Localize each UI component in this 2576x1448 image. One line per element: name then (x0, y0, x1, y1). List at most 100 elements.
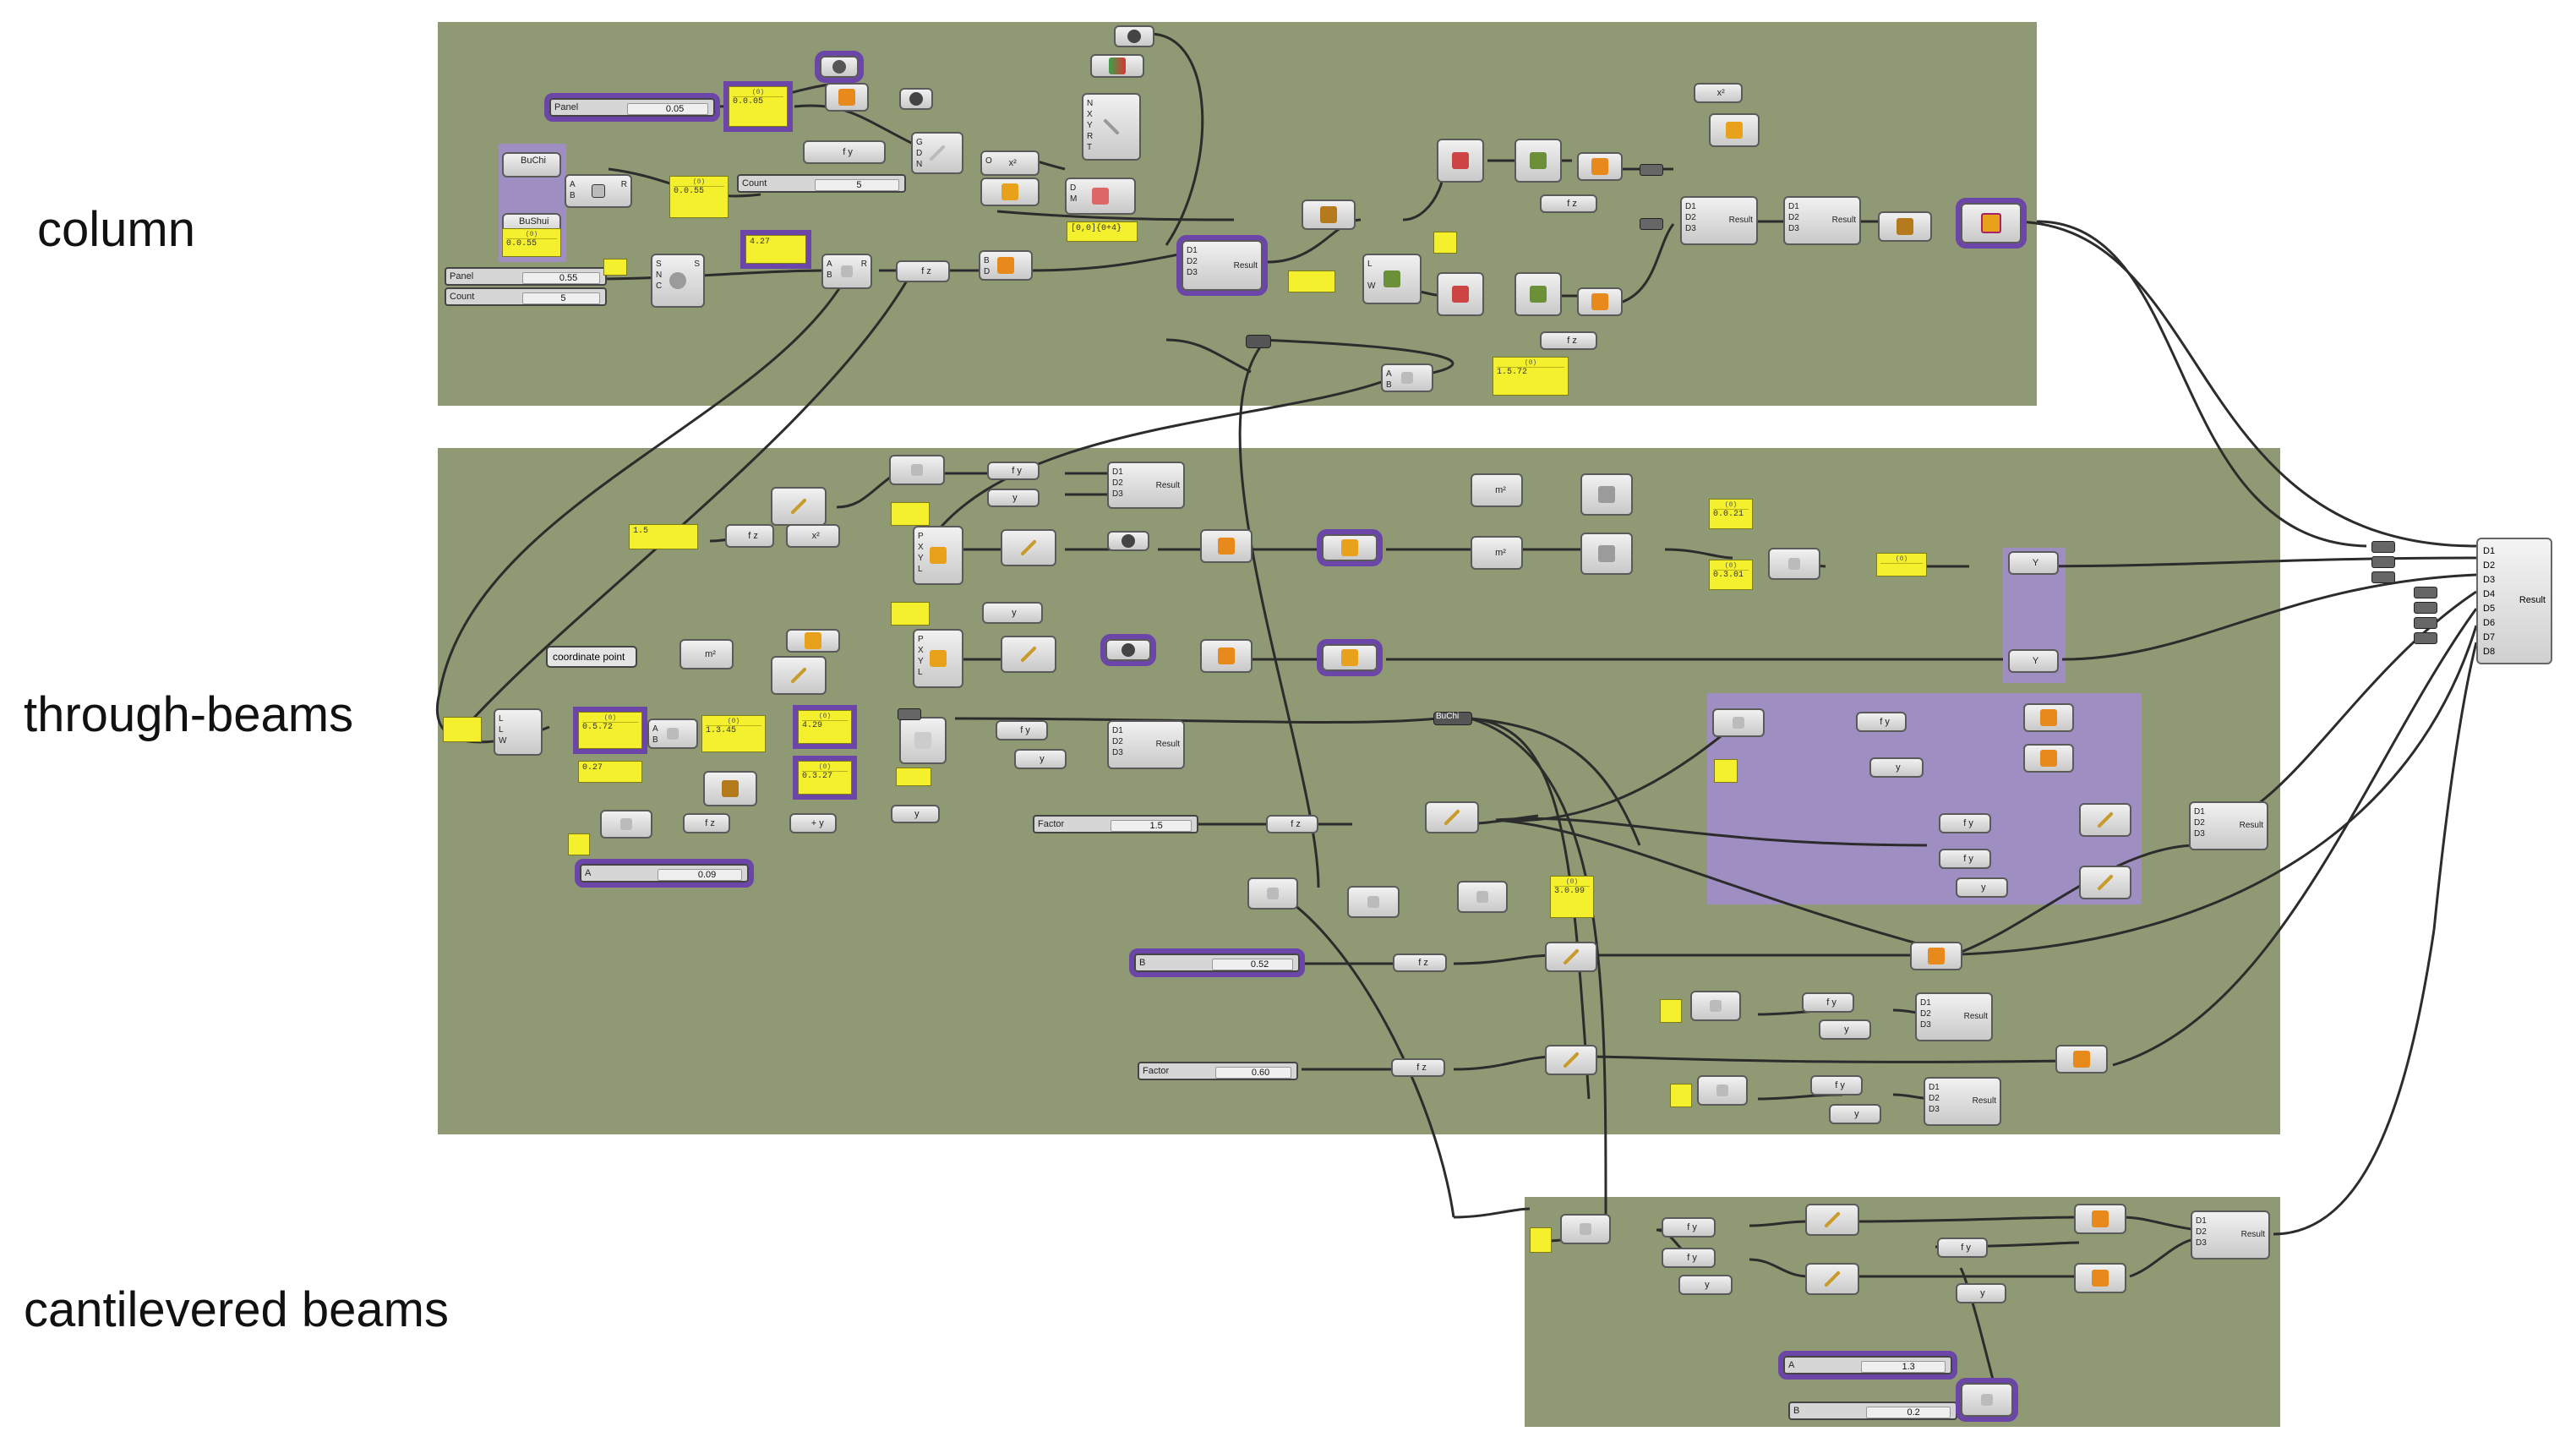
expression-vy-tb-2[interactable]: y (1014, 749, 1067, 769)
panel-tb-13[interactable] (1660, 999, 1682, 1023)
panel-tb-10[interactable] (891, 602, 930, 626)
line-region-2[interactable] (2079, 866, 2131, 899)
expression-tb-3[interactable]: y (891, 805, 940, 823)
panel-tb-16[interactable]: (0)0.3.01 (1709, 560, 1753, 590)
panel-tb-4[interactable]: 0.27 (578, 761, 642, 783)
union-component[interactable] (1956, 198, 2027, 249)
factor-slider-2[interactable]: Factor 0.60 (1138, 1062, 1298, 1080)
panel-small-3[interactable] (1433, 232, 1457, 254)
squared-component-2[interactable]: x² (1694, 83, 1743, 103)
line-cb-2[interactable] (1805, 1263, 1859, 1295)
panel-tb-11[interactable] (896, 768, 931, 786)
panel-cb-1[interactable] (1530, 1227, 1552, 1253)
expression-fy-tb[interactable]: + y (789, 813, 837, 833)
multiply-tb-4[interactable] (1690, 991, 1741, 1021)
relay-2[interactable] (1640, 218, 1663, 230)
factor-slider-track[interactable]: 1.5 (1111, 820, 1192, 832)
b-slider-tb-track[interactable]: 0.52 (1212, 959, 1293, 970)
panel-output-4[interactable]: 4.27 (740, 230, 811, 269)
expression-fy-tb-4[interactable]: f y (1802, 992, 1854, 1013)
line-tb-2[interactable] (771, 656, 827, 695)
expression-vy-cb-2[interactable]: y (1956, 1283, 2006, 1303)
boundary-node-2[interactable] (1577, 152, 1623, 181)
expression-fz-tb-2[interactable]: f z (683, 813, 730, 833)
panel-tb-14[interactable] (1670, 1084, 1692, 1107)
boundary-region-2[interactable] (2023, 744, 2074, 773)
expression-fy-cb[interactable]: f y (1662, 1217, 1716, 1238)
factor-slider-2-track[interactable]: 0.60 (1215, 1067, 1291, 1079)
expression-vy-tb[interactable]: y (987, 489, 1040, 507)
panel-tb-3[interactable]: (0)0.5.72 (573, 707, 647, 754)
toggle-tb-2[interactable] (1100, 634, 1156, 666)
coordinate-point-param[interactable]: coordinate point (546, 646, 637, 668)
expression-fz-tb-4[interactable]: f z (1266, 815, 1318, 833)
panel-tb-9[interactable] (891, 502, 930, 526)
panel-slider-2-track[interactable]: 0.55 (522, 272, 600, 284)
panel-tb-6[interactable]: (0)4.29 (793, 705, 857, 749)
panel-small-1[interactable] (603, 259, 627, 276)
b-slider-cb[interactable]: B 0.2 (1788, 1402, 1957, 1420)
expression-panel[interactable]: [0,0]{0+4} (1067, 221, 1138, 242)
relay-final-6[interactable] (2414, 617, 2437, 629)
expression-fy-cb-3[interactable]: f y (1937, 1238, 1988, 1258)
move-node-3[interactable] (1514, 139, 1562, 183)
toggle-node-2[interactable] (899, 88, 933, 110)
b-slider-tb[interactable]: B 0.52 (1129, 948, 1305, 977)
line-cb-1[interactable] (1805, 1204, 1859, 1236)
flip-tb-2[interactable]: Y (2008, 649, 2059, 673)
line-tb-5[interactable] (1425, 801, 1479, 833)
boundary-tb-2[interactable] (1200, 639, 1253, 673)
line-tb-4[interactable] (1001, 636, 1056, 673)
expression-vy-cb[interactable]: y (1678, 1275, 1733, 1295)
boundary-region-1[interactable] (2023, 703, 2074, 732)
panel-output-2[interactable]: (0)0.0.55 (502, 228, 561, 257)
expression-fz-3[interactable]: f z (1540, 331, 1597, 350)
expression-fz-2[interactable]: f z (1540, 194, 1597, 213)
final-merge-component[interactable]: D1 D2 D3 D4 D5 D6 D7 D8 Result (2476, 538, 2552, 664)
relay-final-2[interactable] (2371, 556, 2395, 568)
curve-node-2[interactable] (1878, 211, 1932, 242)
count-slider[interactable]: Count 5 (737, 174, 906, 193)
b-slider-cb-track[interactable]: 0.2 (1866, 1407, 1951, 1418)
panel-tb-8[interactable] (568, 833, 590, 855)
move-node-4[interactable] (1514, 272, 1562, 316)
area-tb-2[interactable]: m² (1471, 536, 1523, 570)
panel-tb-7[interactable]: (0)0.3.27 (793, 756, 857, 800)
cantilevered-beams-group[interactable] (1525, 1197, 2280, 1427)
relay-tb-1[interactable] (898, 708, 921, 720)
factor-slider[interactable]: Factor 1.5 (1033, 815, 1198, 833)
point-tb-2[interactable] (1580, 533, 1633, 575)
expression-fz[interactable]: f z (896, 260, 950, 282)
toggle-node[interactable] (815, 51, 864, 83)
expression-fy-tb-5[interactable]: f y (1810, 1075, 1863, 1096)
line-tb-6[interactable] (1545, 942, 1597, 972)
boundary-node-3[interactable] (1577, 287, 1623, 316)
panel-tb-15[interactable]: (0)0.0.21 (1709, 499, 1753, 529)
line-tb-1[interactable] (771, 487, 827, 526)
panel-slider-2[interactable]: Panel 0.55 (445, 267, 607, 286)
area-tb-1[interactable]: m² (1471, 473, 1523, 507)
relay-final-1[interactable] (2371, 541, 2395, 553)
panel-tb-5[interactable]: (0)1.3.45 (701, 715, 766, 752)
circle-component[interactable] (825, 83, 869, 112)
relay-final-7[interactable] (2414, 632, 2437, 644)
extrude-node-2[interactable] (1709, 113, 1760, 147)
expression-vy-tb-4[interactable]: y (1829, 1104, 1881, 1124)
panel-tb-12[interactable]: (0)3.0.99 (1550, 876, 1594, 918)
add-tb-1[interactable] (1247, 877, 1298, 910)
relay-3[interactable] (1246, 335, 1271, 348)
buchi-relay[interactable]: BuChi (1433, 712, 1472, 725)
boundary-cb-2[interactable] (2074, 1263, 2126, 1293)
